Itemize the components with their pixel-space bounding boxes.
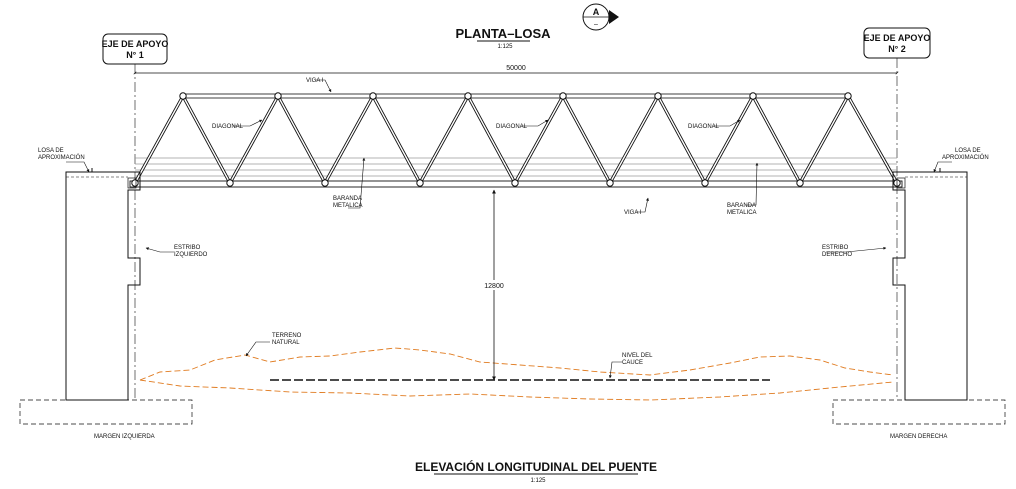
natural-terrain — [139, 347, 894, 381]
truss-diagonal-inner — [467, 95, 516, 184]
truss-diagonal-inner — [847, 95, 898, 184]
truss-diagonal-inner — [609, 95, 659, 184]
right-abutment — [832, 168, 1006, 425]
truss-node — [749, 92, 757, 100]
label-losa-right-2: APROXIMACIÓN — [942, 154, 989, 161]
label-estribo-left-2: IZQUIERDO — [174, 252, 208, 258]
truss-diagonal-inner — [752, 95, 801, 184]
truss-diagonal-inner — [229, 95, 279, 184]
bottom-scale: 1:125 — [530, 478, 546, 484]
axis-left-line2: N° 1 — [126, 50, 144, 60]
label-diagonal-1: DIAGONAL — [212, 124, 244, 130]
label-viga-top: VIGA I — [306, 78, 324, 84]
section-letter: A — [593, 7, 600, 17]
truss-node — [369, 92, 377, 100]
truss-node — [511, 179, 519, 187]
truss-diagonal-inner — [182, 95, 231, 184]
label-terreno-2: NATURAL — [272, 340, 300, 346]
truss-diagonal-inner — [657, 95, 706, 184]
top-title: PLANTA–LOSA — [455, 26, 551, 41]
truss-node — [226, 179, 234, 187]
truss-node — [559, 92, 567, 100]
label-baranda-left-1: BARANDA — [333, 196, 362, 202]
label-baranda-right-2: METALICA — [727, 210, 757, 216]
axis-right-line1: EJE DE APOYO — [864, 33, 931, 43]
label-losa-left-1: LOSA DE — [38, 148, 64, 154]
span-dimension: 50000 — [133, 65, 899, 75]
section-marker: A – — [582, 3, 619, 31]
truss-diagonal-inner — [324, 95, 374, 184]
truss-diagonal-inner — [799, 95, 849, 184]
truss-diagonal-inner — [704, 95, 754, 184]
truss-node — [844, 92, 852, 100]
top-scale: 1:125 — [497, 44, 513, 50]
clearance-dimension: 12800 — [480, 189, 508, 381]
truss-node — [179, 92, 187, 100]
span-value: 50000 — [506, 65, 526, 72]
label-losa-left-2: APROXIMACIÓN — [38, 154, 85, 161]
truss-node — [464, 92, 472, 100]
bottom-title: ELEVACIÓN LONGITUDINAL DEL PUENTE — [415, 459, 657, 474]
truss-diagonal-inner — [419, 95, 469, 184]
label-nivel-2: CAUCE — [622, 360, 643, 366]
truss-node — [321, 179, 329, 187]
truss-node — [131, 179, 139, 187]
label-margen-right: MARGEN DERECHA — [890, 434, 947, 440]
label-baranda-right-1: BARANDA — [727, 203, 756, 209]
truss-diagonal-inner — [562, 95, 611, 184]
section-sub: – — [594, 21, 598, 28]
label-nivel-1: NIVEL DEL — [622, 353, 653, 359]
top-chord — [182, 93, 849, 99]
axis-right-line2: N° 2 — [888, 44, 906, 54]
truss — [129, 92, 903, 188]
truss-diagonal-inner — [372, 95, 421, 184]
truss-diagonal-inner — [277, 95, 326, 184]
label-estribo-left-1: ESTRIBO — [174, 245, 201, 251]
label-diagonal-3: DIAGONAL — [688, 124, 720, 130]
label-estribo-right-1: ESTRIBO — [822, 245, 849, 251]
left-abutment — [19, 168, 193, 425]
truss-node — [701, 179, 709, 187]
truss-node — [606, 179, 614, 187]
label-terreno-1: TERRENO — [272, 333, 302, 339]
axis-box-left: EJE DE APOYO N° 1 — [102, 33, 169, 65]
truss-node — [416, 179, 424, 187]
label-margen-left: MARGEN IZQUIERDA — [94, 434, 155, 440]
label-baranda-left-2: METALICA — [333, 203, 363, 209]
label-diagonal-2: DIAGONAL — [496, 124, 528, 130]
truss-node — [796, 179, 804, 187]
truss-diagonal-inner — [134, 95, 184, 184]
axis-left-line1: EJE DE APOYO — [102, 39, 169, 49]
label-losa-right-1: LOSA DE — [955, 148, 981, 154]
label-viga-bottom: VIGA I — [624, 210, 642, 216]
label-estribo-right-2: DERECHO — [822, 252, 852, 258]
axis-box-right: EJE DE APOYO N° 2 — [863, 27, 931, 59]
truss-node — [274, 92, 282, 100]
clearance-value: 12800 — [484, 283, 504, 290]
truss-node — [654, 92, 662, 100]
truss-diagonal-inner — [514, 95, 564, 184]
